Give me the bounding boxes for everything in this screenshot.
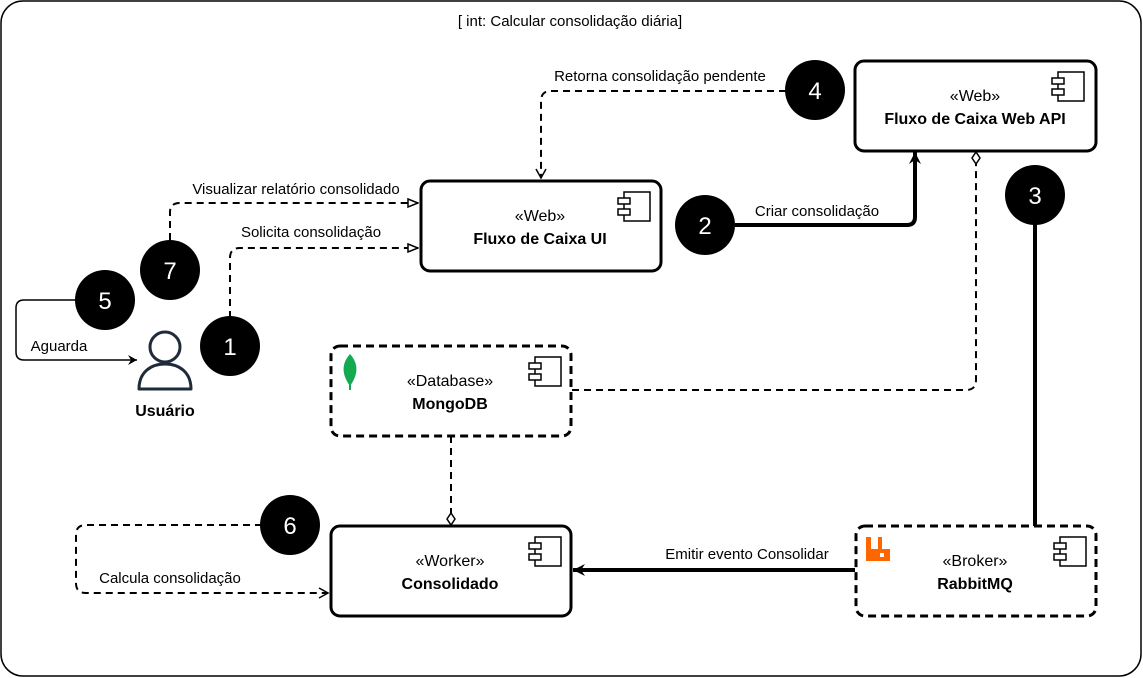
step-number: 1: [223, 334, 236, 361]
component-icon: [1053, 536, 1087, 567]
edge-solicita: [229, 248, 418, 318]
edge-label-emitir: Emitir evento Consolidar: [665, 546, 828, 563]
component-rabbitmq[interactable]: «Broker» RabbitMQ: [854, 524, 1098, 618]
component-icon: [617, 191, 651, 222]
frame-title: [ int: Calcular consolidação diária]: [458, 13, 682, 30]
component-icon: [1051, 71, 1085, 102]
edge-label-calcula: Calcula consolidação: [99, 570, 241, 587]
component-mongodb[interactable]: «Database» MongoDB: [329, 344, 573, 438]
step-5-badge: 5: [75, 270, 135, 330]
step-7-badge: 7: [140, 240, 200, 300]
component-name: Fluxo de Caixa UI: [473, 231, 606, 248]
component-web-ui[interactable]: «Web» Fluxo de Caixa UI: [419, 179, 663, 273]
edge-criar: [735, 152, 921, 227]
edge-aguarda: [15, 299, 137, 365]
component-name: Consolidado: [402, 576, 499, 593]
stereotype-label: «Worker»: [415, 553, 484, 570]
component-worker[interactable]: «Worker» Consolidado: [329, 524, 573, 618]
stereotype-label: «Web»: [950, 88, 1001, 105]
edge-retorna: [535, 90, 786, 180]
step-number: 5: [98, 288, 111, 315]
step-2-badge: 2: [675, 195, 735, 255]
person-icon: [137, 330, 193, 391]
edge-label-solicita: Solicita consolidação: [241, 224, 381, 241]
stereotype-label: «Web»: [515, 208, 566, 225]
step-number: 3: [1028, 183, 1041, 210]
component-name: RabbitMQ: [937, 576, 1013, 593]
component-icon: [528, 356, 562, 387]
edge-label-visualizar: Visualizar relatório consolidado: [192, 181, 399, 198]
rabbitmq-icon: [866, 537, 890, 561]
edge-calcula: [75, 524, 330, 599]
step-number: 4: [808, 78, 821, 105]
actor-usuario[interactable]: Usuário: [135, 330, 195, 420]
step-3-badge: 3: [1005, 165, 1065, 225]
component-name: Fluxo de Caixa Web API: [884, 111, 1065, 128]
component-icon: [528, 536, 562, 567]
step-6-badge: 6: [260, 495, 320, 555]
step-number: 2: [698, 213, 711, 240]
step-1-badge: 1: [200, 316, 260, 376]
edge-visualizar: [169, 203, 418, 240]
edge-mongodb-webapi: [572, 152, 976, 391]
component-name: MongoDB: [412, 396, 488, 413]
actor-name: Usuário: [135, 403, 195, 420]
step-number: 6: [283, 513, 296, 540]
stereotype-label: «Broker»: [943, 553, 1008, 570]
mongodb-leaf-icon: [343, 354, 357, 390]
step-number: 7: [163, 258, 176, 285]
step-4-badge: 4: [785, 60, 845, 120]
edge-label-criar: Criar consolidação: [755, 203, 879, 220]
edge-label-aguarda: Aguarda: [31, 338, 88, 355]
edge-label-retorna: Retorna consolidação pendente: [554, 68, 766, 85]
component-web-api[interactable]: «Web» Fluxo de Caixa Web API: [853, 59, 1098, 153]
stereotype-label: «Database»: [407, 373, 493, 390]
